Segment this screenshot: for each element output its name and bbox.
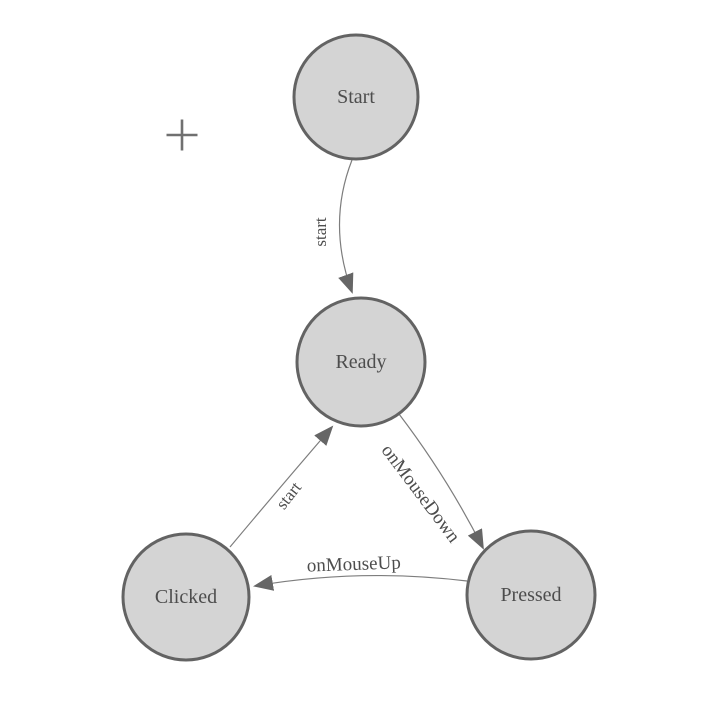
node-ready[interactable]: Ready	[295, 296, 427, 428]
node-clicked-circle[interactable]	[121, 532, 251, 662]
edge-label-start-to-ready: start	[311, 217, 330, 247]
edge-ready-to-pressed[interactable]	[398, 413, 484, 550]
node-start-circle[interactable]	[292, 33, 420, 161]
node-start[interactable]: Start	[292, 33, 420, 161]
edge-label-ready-to-pressed: onMouseDown	[377, 441, 465, 548]
plus-icon	[166, 119, 198, 151]
node-clicked[interactable]: Clicked	[121, 532, 251, 662]
node-ready-label: Ready	[335, 351, 386, 373]
edge-pressed-to-clicked[interactable]	[253, 574, 468, 591]
edge-label-clicked-to-ready: start	[272, 478, 305, 513]
node-pressed[interactable]: Pressed	[465, 529, 597, 661]
node-pressed-label: Pressed	[500, 584, 561, 606]
node-pressed-circle[interactable]	[465, 529, 597, 661]
edge-label-pressed-to-clicked: onMouseUp	[306, 552, 401, 576]
node-start-label: Start	[337, 86, 375, 108]
edge-start-to-ready[interactable]	[338, 159, 354, 294]
edge-clicked-to-ready[interactable]	[229, 425, 334, 548]
node-ready-circle[interactable]	[295, 296, 427, 428]
node-clicked-label: Clicked	[155, 586, 217, 608]
